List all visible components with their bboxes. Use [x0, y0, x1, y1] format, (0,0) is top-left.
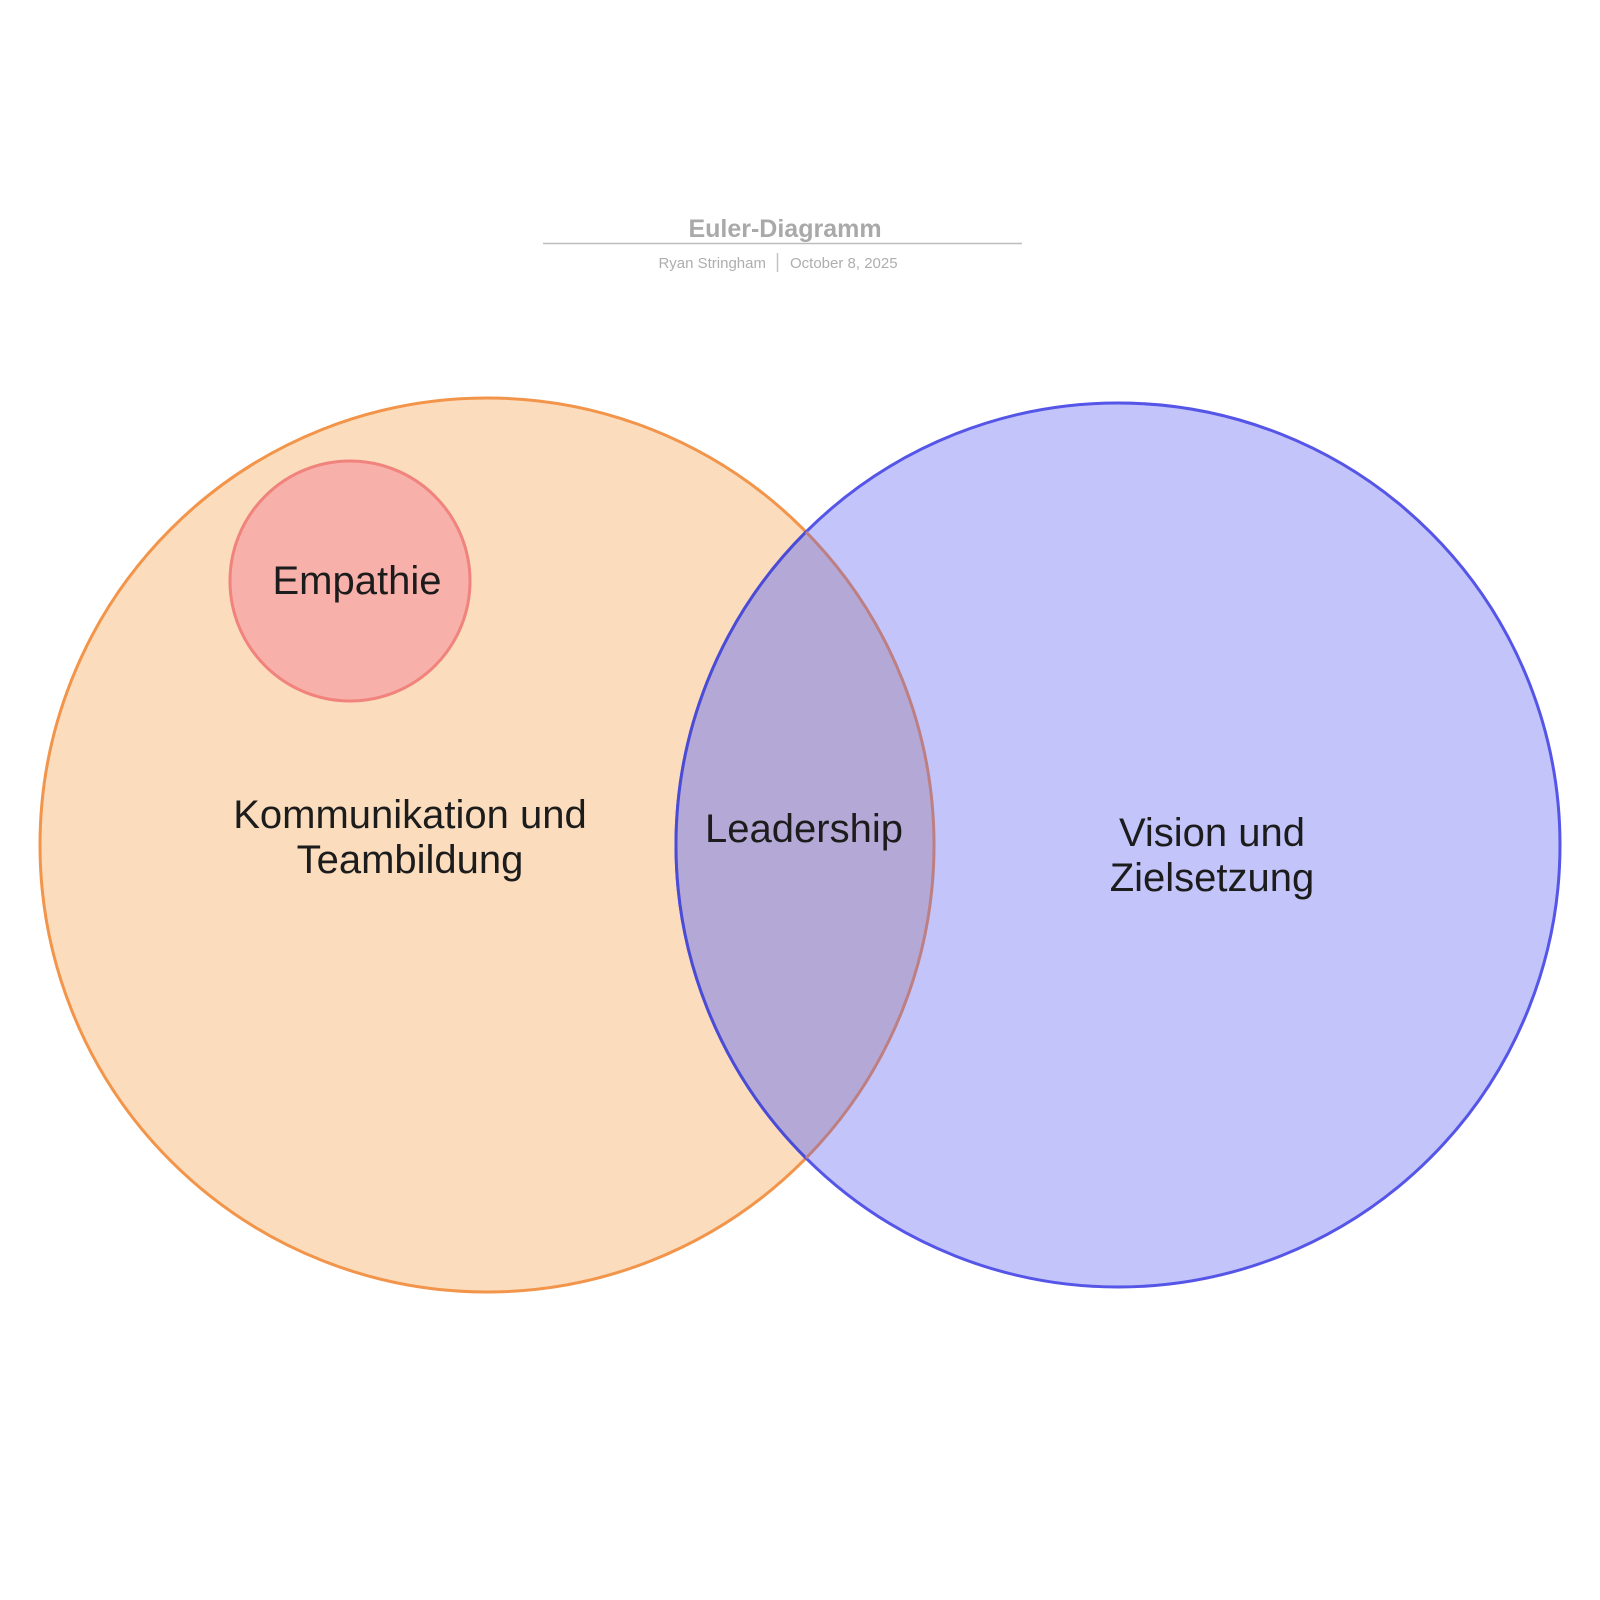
label-empathie: Empathie — [273, 559, 442, 603]
label-kommunikation-line1: Kommunikation und — [233, 793, 587, 837]
set-circle-empathie — [228, 459, 472, 703]
page-title: Euler-Diagramm — [688, 215, 881, 243]
overlap-right-arc — [676, 403, 936, 1287]
label-vision-line2: Zielsetzung — [1110, 856, 1315, 900]
date: October 8, 2025 — [790, 255, 898, 272]
label-vision-line1: Vision und — [1119, 811, 1305, 855]
label-leadership: Leadership — [705, 807, 903, 851]
author-name: Ryan Stringham — [658, 255, 766, 272]
label-kommunikation-line2: Teambildung — [297, 838, 524, 882]
